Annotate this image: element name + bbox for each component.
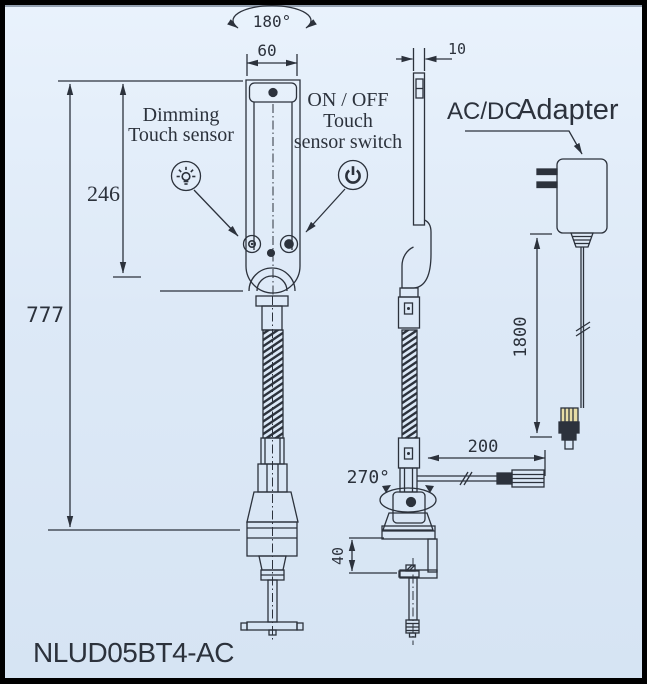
overall-height-label: 777 <box>26 303 64 327</box>
model-number: NLUD05BT4-AC <box>33 637 234 668</box>
head-rotation-arc <box>227 5 317 29</box>
side-view <box>348 48 546 645</box>
head-cap <box>248 82 298 103</box>
head-joint-arch <box>248 267 296 292</box>
clamp-base-side <box>381 512 438 645</box>
clamp-pad <box>398 570 420 578</box>
adapter-leader <box>465 130 583 155</box>
adapter-label-prefix: AC/DC <box>447 98 522 125</box>
head-rotation-label: 180° <box>253 12 292 31</box>
lamp-head-side <box>401 72 432 289</box>
dimming-leader <box>193 189 239 237</box>
head-cap-dot <box>268 87 278 98</box>
base-rotation-label: 270° <box>347 467 390 488</box>
side-neck <box>397 287 421 329</box>
head-length-label: 246 <box>87 181 120 206</box>
adapter-prong <box>536 168 558 176</box>
head-width-dimension <box>246 54 298 76</box>
dimming-sensor-mark <box>242 234 262 254</box>
dimming-label-line1: Dimming <box>143 104 220 126</box>
base-cord-label: 200 <box>468 437 499 457</box>
head-pivot-dot <box>266 248 276 258</box>
onoff-leader <box>305 188 346 233</box>
adapter-strain-relief <box>570 232 594 248</box>
side-coupler <box>397 437 421 469</box>
head-elbow <box>401 219 432 289</box>
onoff-label-line1: ON / OFF <box>307 89 388 111</box>
lamp-head-front <box>242 79 301 296</box>
head-width-label: 60 <box>257 41 276 60</box>
base-rotation-arc <box>379 487 437 513</box>
base-cord-dimension <box>427 450 546 476</box>
cable-ferrule <box>496 472 513 485</box>
clamp-base-front <box>240 296 304 640</box>
onoff-label-line2: Touch <box>323 110 373 132</box>
adapter-body <box>556 158 608 234</box>
adapter-prong <box>536 181 558 189</box>
overall-dimensions <box>48 80 243 531</box>
gooseneck-side <box>401 329 418 439</box>
head-thickness-label: 10 <box>448 40 466 58</box>
power-sensor-mark <box>279 234 299 254</box>
adapter-cord-dimension <box>530 233 552 438</box>
dimming-callout <box>170 160 239 237</box>
adapter-cord-label: 1800 <box>511 317 531 358</box>
brightness-bulb-icon <box>170 160 202 192</box>
dc-plug <box>558 407 580 450</box>
adapter-view <box>465 130 608 450</box>
clamp-capacity-label: 40 <box>329 547 347 565</box>
head-thickness-dimension <box>396 48 452 71</box>
adapter-cable <box>575 247 591 408</box>
adapter-label-name: Adapter <box>517 94 619 126</box>
front-view <box>48 5 317 640</box>
onoff-label-line3: sensor switch <box>294 131 402 153</box>
base-cable <box>417 469 545 488</box>
dimming-label-line2: Touch sensor <box>128 124 234 146</box>
clamp-capacity-dimension <box>348 537 397 574</box>
power-icon <box>337 159 369 191</box>
onoff-callout <box>305 159 369 233</box>
base-pivot <box>379 485 437 524</box>
